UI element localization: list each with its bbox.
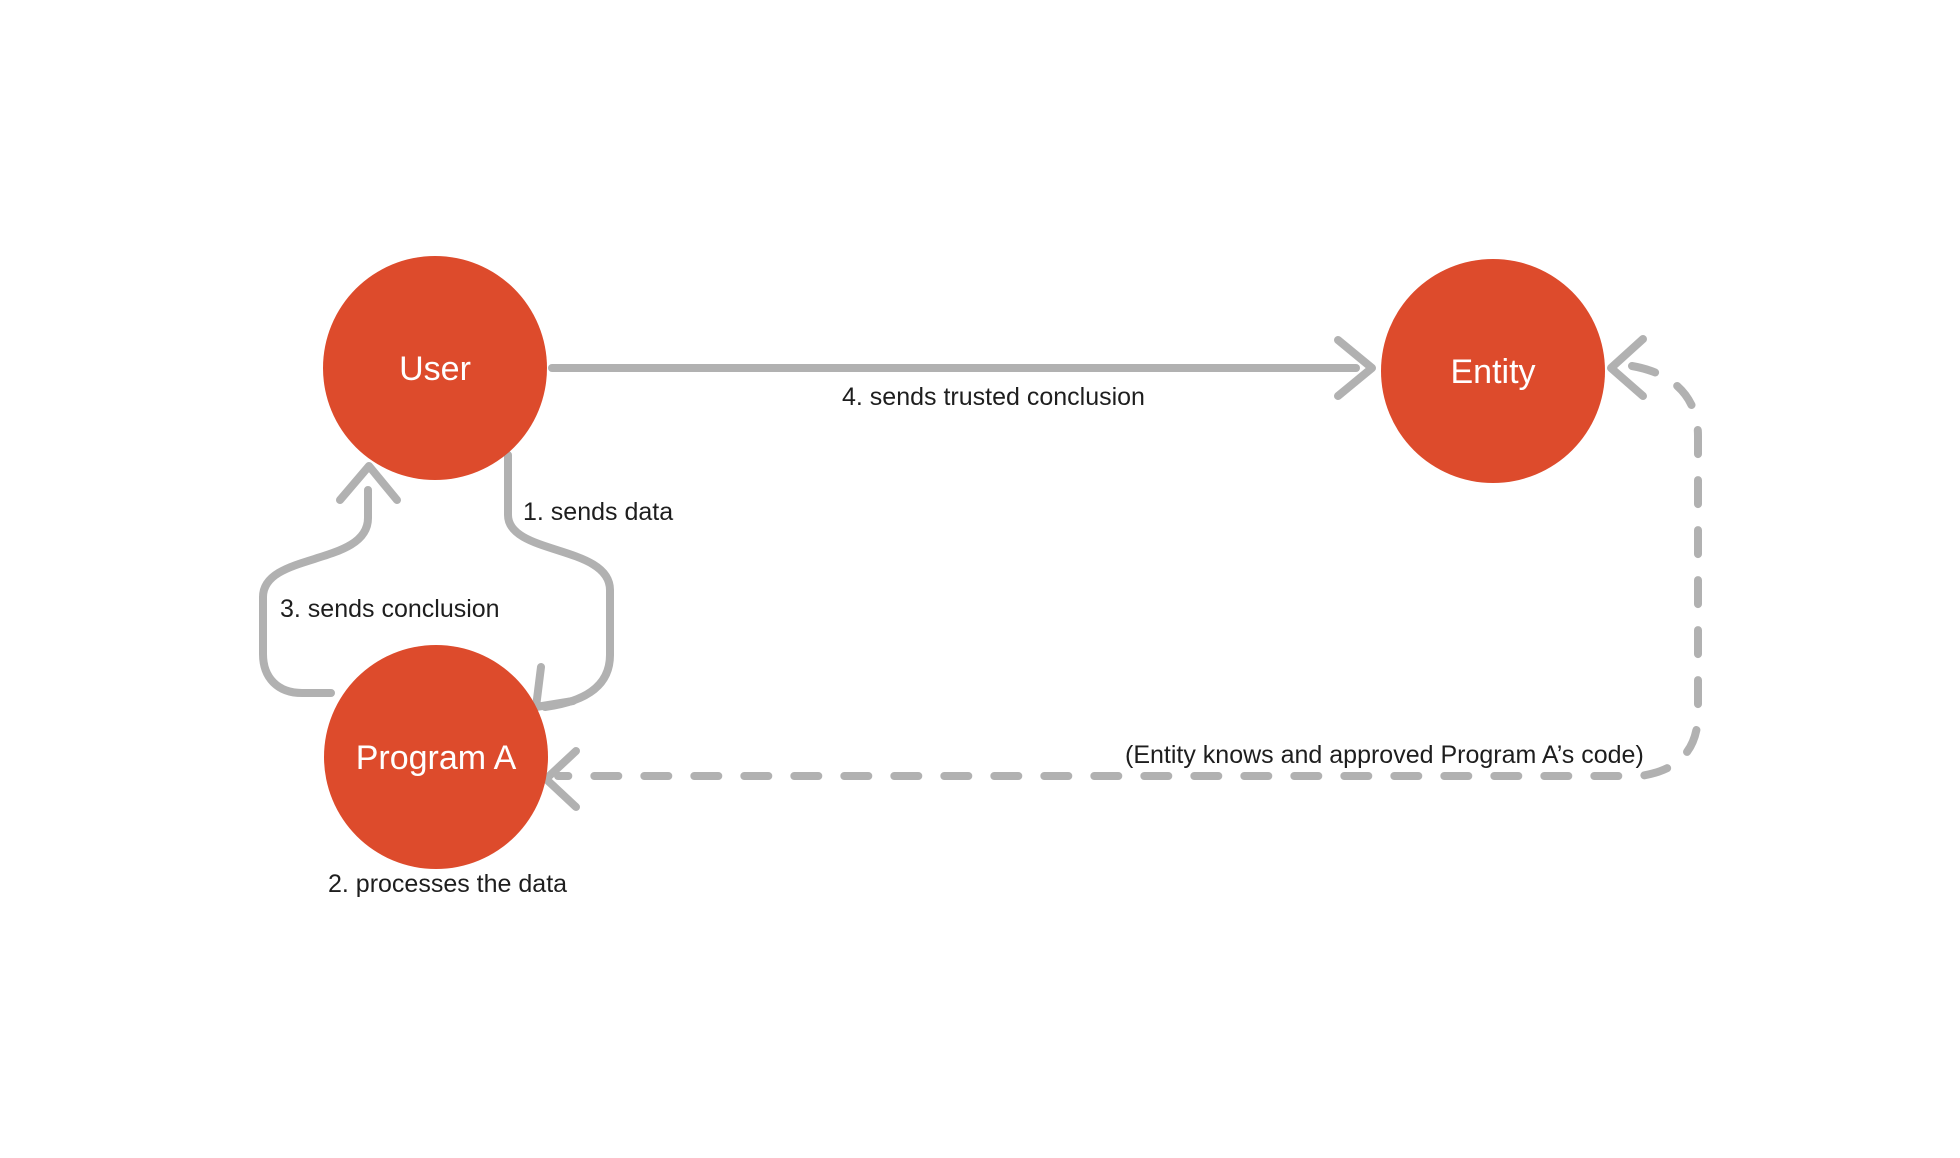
edge-label-sends-trusted-conclusion: 4. sends trusted conclusion xyxy=(842,383,1145,411)
user-node-label: User xyxy=(399,350,471,388)
user-node xyxy=(323,256,547,480)
sends-data-arrowhead xyxy=(532,663,577,711)
edge-label-sends-data: 1. sends data xyxy=(523,498,674,526)
approval-arrowhead-entity xyxy=(1607,335,1647,400)
approval-arrowhead-program-a xyxy=(542,747,580,811)
entity-node xyxy=(1381,259,1605,483)
program-a-node-label: Program A xyxy=(355,739,517,777)
sends-conclusion-arrow-shaft xyxy=(259,486,372,697)
annotation-processes-data: 2. processes the data xyxy=(328,870,568,898)
sends-conclusion-arrowhead xyxy=(336,462,401,504)
trusted-conclusion-arrowhead xyxy=(1334,336,1376,400)
program-a-node xyxy=(324,645,548,869)
edge-label-entity-approval: (Entity knows and approved Program A’s c… xyxy=(1125,741,1644,769)
edge-label-sends-conclusion: 3. sends conclusion xyxy=(280,595,500,623)
sends-data-arrow-shaft xyxy=(504,451,614,711)
entity-node-label: Entity xyxy=(1450,353,1536,391)
approval-dashed-arrow-shaft xyxy=(554,362,1702,780)
